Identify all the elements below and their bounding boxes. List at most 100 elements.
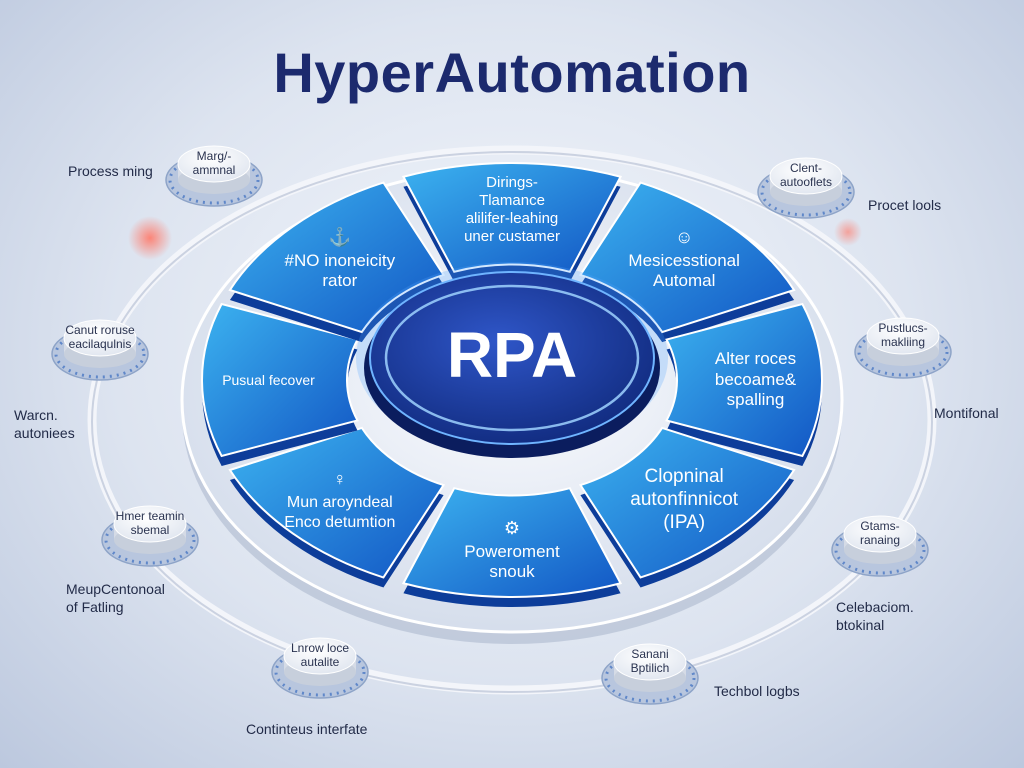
segment-clopninal-autonfinnicot-ipa[interactable] xyxy=(578,426,796,579)
node-label-line: Canut roruse xyxy=(65,323,135,337)
node-label-line: Bptilich xyxy=(630,661,670,676)
side-label-line: Process ming xyxy=(68,163,153,179)
node-top xyxy=(613,643,687,681)
hub-button xyxy=(369,271,655,445)
side-label: Continteus interfate xyxy=(246,720,367,738)
node-label-line: ranaing xyxy=(859,533,901,548)
segment-alter-roces-becoame-spalling[interactable] xyxy=(665,302,823,458)
side-label: Montifonal xyxy=(934,404,999,422)
head-icon: ☺ xyxy=(674,227,694,248)
side-label-line: Montifonal xyxy=(934,405,999,421)
segment-label-line: Mesicesstional xyxy=(628,251,740,271)
segment-dirings-tlamance-alilifer-leahing-uner-custamer[interactable] xyxy=(401,162,623,273)
node-label-line: Hmer teamin xyxy=(115,509,185,523)
node-top xyxy=(63,319,137,357)
node-canut-roruse-eacilaqulnis[interactable] xyxy=(51,319,149,381)
node-label-line: autalite xyxy=(300,655,340,670)
side-label: Procet lools xyxy=(868,196,941,214)
segment-label-line: snouk xyxy=(489,562,535,582)
node-label-line: Gtams- xyxy=(860,519,900,533)
segment-mesicesstional-automal[interactable] xyxy=(578,181,796,334)
segment-label: Pusual fecover xyxy=(199,372,339,389)
node-label-line: Sanani xyxy=(631,647,669,661)
segment-ano-inoneicity-rator[interactable] xyxy=(228,181,446,334)
segment-label-line: Alter roces xyxy=(714,349,797,369)
glow-dot xyxy=(834,218,862,246)
side-label-line: autoniees xyxy=(14,425,75,442)
segment-label-line: spalling xyxy=(726,390,785,410)
node-top xyxy=(769,157,843,195)
segment-label-line: rator xyxy=(322,271,358,291)
side-label: Process ming xyxy=(68,162,153,180)
node-label-line: Pustlucs- xyxy=(878,321,928,335)
node-label-line: makliing xyxy=(880,335,925,350)
node-top xyxy=(866,317,940,355)
connector-ring-shadow xyxy=(91,151,933,693)
side-label-line: MeupCentonoal xyxy=(66,581,165,597)
segment-label-line: Poweroment xyxy=(464,542,560,562)
hub-ring xyxy=(384,284,640,432)
side-label-line: of Fatling xyxy=(66,599,124,616)
segment-pusual-fecover[interactable] xyxy=(201,302,359,458)
segment-poweroment-snouk[interactable] xyxy=(401,487,623,598)
side-label-line: Continteus interfate xyxy=(246,721,368,737)
nodes-layer xyxy=(51,145,952,705)
node-top xyxy=(113,505,187,543)
side-label-line: Warcn. xyxy=(14,407,58,423)
segment-label-line: Enco detumtion xyxy=(284,513,396,531)
pin-icon: ⚓ xyxy=(328,227,352,248)
side-label-line: Celebaciom. xyxy=(836,599,914,615)
node-label: Clent-autooflets xyxy=(766,161,846,190)
side-label-line: Procet lools xyxy=(868,197,942,213)
node-lnrow-loce-autalite[interactable] xyxy=(271,637,369,699)
side-label: Techbol logbs xyxy=(714,682,800,700)
node-label-line: Clent- xyxy=(789,161,822,175)
side-label: MeupCentonoal of Fatling xyxy=(66,580,165,616)
hub-label: RPA xyxy=(446,319,578,391)
segment-mun-aroyndeal-enco-detumtion[interactable] xyxy=(228,426,446,579)
segment-label-line: Pusual fecover xyxy=(222,371,315,388)
node-label: Marg/-ammnal xyxy=(174,149,254,178)
segment-label-line: #NO inoneicity xyxy=(284,251,396,271)
node-top xyxy=(283,637,357,675)
node-label-line: Lnrow loce xyxy=(290,641,350,655)
segment-label-line: Clopninal xyxy=(644,466,724,488)
page-title: HyperAutomation xyxy=(273,41,751,104)
robot-icon: ⚙ xyxy=(503,518,521,539)
segment-label-line: (IPA) xyxy=(663,511,706,533)
node-clent-autooflets[interactable] xyxy=(757,157,855,219)
node-gtams-ranaing[interactable] xyxy=(831,515,929,577)
segment-label-line: Mun aroyndeal xyxy=(286,494,393,512)
node-marg-ammnal[interactable] xyxy=(165,145,263,207)
node-label: Pustlucs-makliing xyxy=(863,321,943,350)
person-icon: ♀ xyxy=(333,469,347,490)
segment-label-line: Automal xyxy=(652,271,716,291)
glow-dot xyxy=(128,216,172,260)
segment-label-line: Tlamance xyxy=(479,191,545,209)
side-label: Celebaciom. btokinal xyxy=(836,598,914,634)
segment-label-line: alilifer-leahing xyxy=(465,209,559,227)
segment-label-line: autonfinnicot xyxy=(630,489,739,511)
side-label-line: btokinal xyxy=(836,617,885,634)
node-label-line: eacilaqulnis xyxy=(68,337,132,352)
node-hmer-teamin-sbemal[interactable] xyxy=(101,505,199,567)
node-sanani-bptilich[interactable] xyxy=(601,643,699,705)
node-label: Gtams-ranaing xyxy=(840,519,920,548)
node-top xyxy=(843,515,917,553)
segment-label-line: Dirings- xyxy=(486,173,538,191)
node-pustlucs-makliing[interactable] xyxy=(854,317,952,379)
side-label-line: Techbol logbs xyxy=(714,683,800,699)
side-label: Warcn. autoniees xyxy=(14,406,75,442)
node-label-line: autooflets xyxy=(779,175,833,190)
